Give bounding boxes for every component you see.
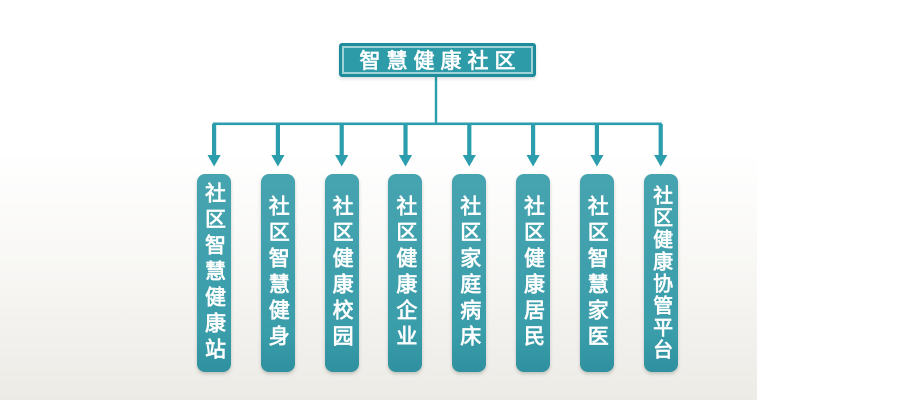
child-nodes: 社区智慧健康站 社区智慧健身 社区健康校园 社区健康企业 社区家庭病床 社区健康… xyxy=(197,174,678,372)
child-node-4: 社区健康企业 xyxy=(388,174,423,372)
child-node-2: 社区智慧健身 xyxy=(260,174,295,372)
child-node-label: 社区家庭病床 xyxy=(457,195,481,351)
child-node-label: 社区智慧健康站 xyxy=(202,182,226,364)
child-node-3: 社区健康校园 xyxy=(324,174,359,372)
child-node-label: 社区智慧家医 xyxy=(585,195,609,351)
root-node-label: 智慧健康社区 xyxy=(359,50,522,73)
child-node-7: 社区智慧家医 xyxy=(579,174,614,372)
child-node-label: 社区健康协管平台 xyxy=(649,185,672,361)
child-node-label: 社区健康居民 xyxy=(521,195,545,351)
child-node-label: 社区智慧健身 xyxy=(266,195,290,351)
root-node: 智慧健康社区 xyxy=(339,43,536,77)
child-node-5: 社区家庭病床 xyxy=(452,174,487,372)
child-node-6: 社区健康居民 xyxy=(515,174,550,372)
child-node-label: 社区健康校园 xyxy=(330,195,354,351)
child-node-label: 社区健康企业 xyxy=(393,195,417,351)
child-node-1: 社区智慧健康站 xyxy=(197,174,231,372)
child-node-8: 社区健康协管平台 xyxy=(643,174,678,372)
